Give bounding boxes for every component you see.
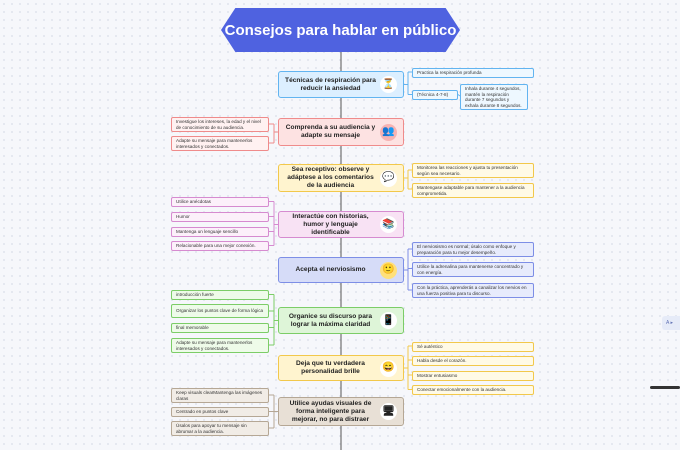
subtopic-9[interactable]: Humor bbox=[171, 212, 269, 222]
subtopic-label: Mantenga un lenguaje sencillo bbox=[176, 229, 239, 234]
subtopic-13[interactable]: Utilice la adrenalina para mantenerse co… bbox=[412, 262, 534, 278]
branch-topic-label: Deja que tu verdadera personalidad brill… bbox=[296, 360, 365, 375]
side-panel-toggle-label: A ▸ bbox=[666, 320, 673, 326]
subtopic-21[interactable]: Mostrar entusiasmo bbox=[412, 371, 534, 381]
subtopic-3[interactable]: Inhala durante 4 segundos, mantén la res… bbox=[460, 84, 528, 111]
subtopic-17[interactable]: final memorable bbox=[171, 323, 269, 333]
subtopic-23[interactable]: Keep visuals clearMantenga las imágenes … bbox=[171, 388, 269, 404]
central-topic-label: Consejos para hablar en público bbox=[224, 21, 457, 39]
subtopic-22[interactable]: Conectar emocionalmente con la audiencia… bbox=[412, 385, 534, 395]
subtopic-18[interactable]: Adapte su mensaje para mantenerlos inter… bbox=[171, 338, 269, 354]
subtopic-8[interactable]: Utilice anécdotas bbox=[171, 197, 269, 207]
subtopic-label: Monitorea las reacciones y ajusta tu pre… bbox=[417, 165, 518, 176]
subtopic-label: Keep visuals clearMantenga las imágenes … bbox=[176, 390, 263, 401]
people-icon: 👥 bbox=[380, 123, 397, 141]
subtopic-label: introducción fuerte bbox=[176, 292, 214, 297]
branch-topic-label: Sea receptivo: observe y adáptese a los … bbox=[287, 166, 374, 189]
subtopic-label: final memorable bbox=[176, 325, 209, 330]
grin-icon: 😄 bbox=[380, 359, 397, 377]
subtopic-label: Centrado en puntos clave bbox=[176, 409, 229, 414]
subtopic-5[interactable]: Adapte su mensaje para mantenerlos inter… bbox=[171, 136, 269, 152]
subtopic-label: Mantengase adaptable para mantener a la … bbox=[417, 185, 525, 196]
subtopic-15[interactable]: introducción fuerte bbox=[171, 290, 269, 300]
branch-topic-label: Utilice ayudas visuales de forma intelig… bbox=[289, 399, 372, 423]
branch-topic-label: Interactúe con historias, humor y lengua… bbox=[292, 212, 369, 236]
subtopic-label: Adapte su mensaje para mantenerlos inter… bbox=[176, 340, 253, 351]
subtopic-1[interactable]: Practica la respiración profunda bbox=[412, 68, 534, 78]
chat-icon: 💬 bbox=[380, 169, 397, 187]
subtopic-14[interactable]: Con la práctica, aprenderás a canalizar … bbox=[412, 283, 534, 299]
smile-icon: 🙂 bbox=[380, 261, 397, 279]
subtopic-label: El nerviosismo es normal; úsalo como enf… bbox=[417, 244, 516, 255]
subtopic-label: Adapte su mensaje para mantenerlos inter… bbox=[176, 138, 253, 149]
subtopic-label: Conectar emocionalmente con la audiencia… bbox=[417, 387, 507, 392]
subtopic-label: (Técnica 4-7-8) bbox=[417, 92, 449, 97]
subtopic-label: Investigue los intereses, la edad y el n… bbox=[176, 119, 261, 130]
subtopic-16[interactable]: Organizar los puntos clave de forma lógi… bbox=[171, 304, 269, 318]
branch-topic-label: Organice su discurso para lograr la máxi… bbox=[288, 312, 373, 328]
branch-topic-2[interactable]: Comprenda a su audiencia y adapte su men… bbox=[278, 118, 404, 146]
subtopic-20[interactable]: Habla desde el corazón. bbox=[412, 356, 534, 366]
subtopic-11[interactable]: Relacionable para una mejor conexión. bbox=[171, 241, 269, 251]
subtopic-label: Organizar los puntos clave de forma lógi… bbox=[176, 308, 264, 314]
central-topic[interactable]: Consejos para hablar en público bbox=[221, 8, 460, 52]
scroll-indicator[interactable] bbox=[650, 386, 680, 389]
subtopic-label: Relacionable para una mejor conexión. bbox=[176, 243, 256, 248]
branch-topic-label: Comprenda a su audiencia y adapte su men… bbox=[285, 124, 376, 139]
subtopic-label: Úsalos para apoyar tu mensaje sin abruma… bbox=[176, 423, 247, 434]
branch-topic-8[interactable]: Utilice ayudas visuales de forma intelig… bbox=[278, 397, 404, 426]
branch-topic-4[interactable]: Interactúe con historias, humor y lengua… bbox=[278, 211, 404, 238]
subtopic-label: Utilice la adrenalina para mantenerse co… bbox=[417, 264, 524, 275]
side-panel-toggle-button[interactable]: A ▸ bbox=[662, 316, 680, 330]
subtopic-2[interactable]: (Técnica 4-7-8) bbox=[412, 90, 458, 100]
subtopic-4[interactable]: Investigue los intereses, la edad y el n… bbox=[171, 117, 269, 133]
subtopic-label: Sé auténtico bbox=[417, 344, 443, 349]
subtopic-label: Humor bbox=[176, 214, 190, 219]
tablet-icon: 📱 bbox=[380, 312, 397, 329]
monitor-icon: 🖥 bbox=[380, 403, 397, 420]
subtopic-6[interactable]: Monitorea las reacciones y ajusta tu pre… bbox=[412, 163, 534, 179]
books-icon: 📚 bbox=[380, 216, 397, 233]
funnel-icon: ⏳ bbox=[380, 76, 397, 93]
subtopic-label: Mostrar entusiasmo bbox=[417, 373, 458, 378]
subtopic-7[interactable]: Mantengase adaptable para mantener a la … bbox=[412, 183, 534, 199]
branch-topic-3[interactable]: Sea receptivo: observe y adáptese a los … bbox=[278, 164, 404, 192]
subtopic-label: Inhala durante 4 segundos, mantén la res… bbox=[465, 86, 522, 108]
subtopic-label: Utilice anécdotas bbox=[176, 199, 211, 204]
connector-line bbox=[457, 94, 461, 97]
subtopic-24[interactable]: Centrado en puntos clave bbox=[171, 407, 269, 417]
branch-topic-6[interactable]: Organice su discurso para lograr la máxi… bbox=[278, 307, 404, 334]
branch-topic-1[interactable]: Técnicas de respiración para reducir la … bbox=[278, 71, 404, 98]
subtopic-12[interactable]: El nerviosismo es normal; úsalo como enf… bbox=[412, 242, 534, 258]
subtopic-label: Habla desde el corazón. bbox=[417, 358, 467, 363]
subtopic-label: Con la práctica, aprenderás a canalizar … bbox=[417, 285, 527, 296]
subtopic-label: Practica la respiración profunda bbox=[417, 70, 482, 75]
branch-topic-label: Técnicas de respiración para reducir la … bbox=[285, 76, 376, 92]
branch-topic-5[interactable]: Acepta el nerviosismo 🙂 bbox=[278, 257, 404, 283]
branch-topic-7[interactable]: Deja que tu verdadera personalidad brill… bbox=[278, 355, 404, 381]
branch-topic-label: Acepta el nerviosismo bbox=[295, 266, 366, 273]
subtopic-25[interactable]: Úsalos para apoyar tu mensaje sin abruma… bbox=[171, 421, 269, 437]
subtopic-19[interactable]: Sé auténtico bbox=[412, 342, 534, 352]
subtopic-10[interactable]: Mantenga un lenguaje sencillo bbox=[171, 227, 269, 237]
